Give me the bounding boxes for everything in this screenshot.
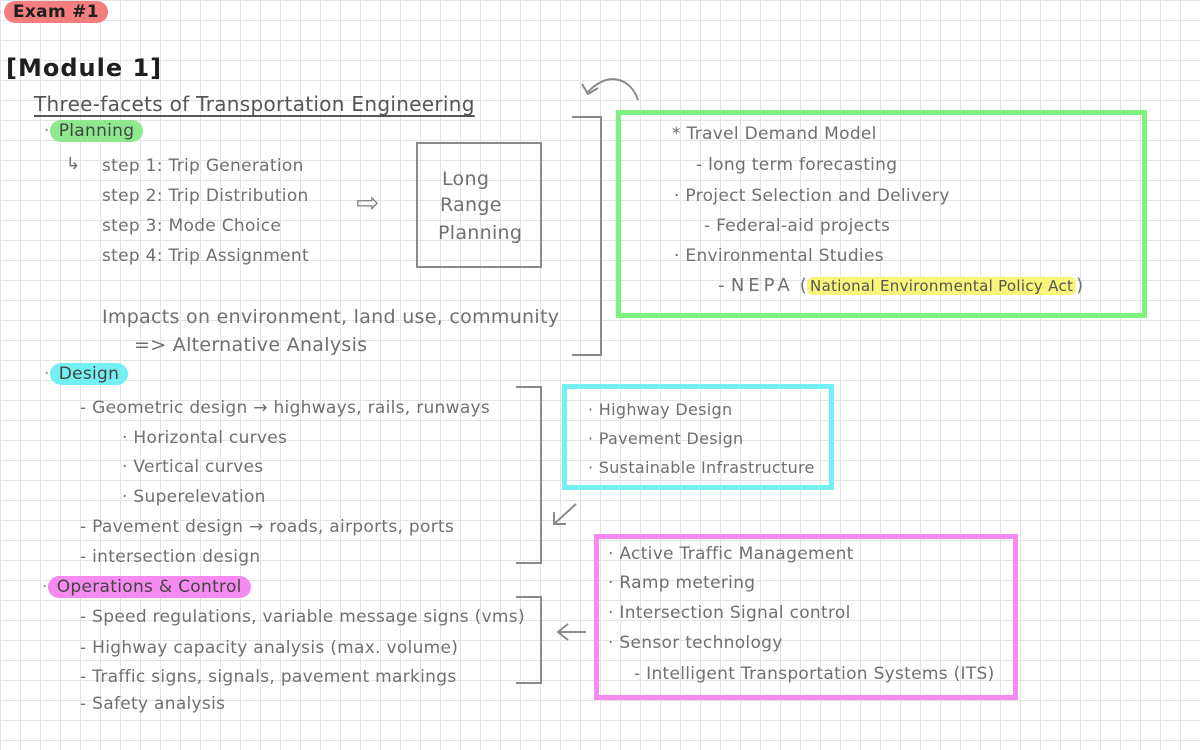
long-range-line: Range [440, 194, 502, 216]
operations-highlight: Operations & Control [47, 576, 251, 598]
alternative-analysis: => Alternative Analysis [134, 334, 368, 356]
operations-bracket [516, 596, 542, 684]
design-bracket [516, 386, 542, 564]
planning-bracket [572, 116, 602, 356]
design-sub-item: · Vertical curves [122, 457, 264, 477]
design-intersection: - intersection design [80, 547, 261, 567]
operations-note: · Active Traffic Management [608, 544, 854, 564]
operations-note: · Intersection Signal control [608, 603, 851, 623]
long-range-line: Planning [438, 222, 523, 244]
planning-label: ·Planning [44, 120, 144, 142]
planning-step: step 3: Mode Choice [102, 216, 282, 236]
design-label: ·Design [44, 363, 129, 385]
planning-impacts: Impacts on environment, land use, commun… [102, 306, 560, 328]
operations-note: · Sensor technology [608, 633, 783, 653]
operations-label: ·Operations & Control [42, 576, 251, 598]
note-project-selection: · Project Selection and Delivery [674, 186, 950, 206]
design-sub-item: · Superelevation [122, 487, 266, 507]
note-federal-aid: - Federal-aid projects [704, 216, 891, 236]
design-note: · Sustainable Infrastructure [588, 458, 815, 477]
asterisk-icon: * [672, 124, 681, 144]
module-title: [Module 1] [6, 54, 163, 82]
operations-item: - Highway capacity analysis (max. volume… [80, 638, 459, 658]
design-note: · Pavement Design [588, 429, 744, 448]
design-note: · Highway Design [588, 400, 733, 419]
operations-note: · Ramp metering [608, 573, 756, 593]
operations-notes-box [594, 534, 1018, 700]
nepa-full-highlight: National Environmental Policy Act [807, 277, 1077, 295]
its-note: - Intelligent Transportation Systems (IT… [634, 664, 995, 684]
design-geometric: - Geometric design → highways, rails, ru… [80, 398, 491, 418]
design-notes-box [562, 384, 834, 490]
step-arrow-icon: ↳ [66, 154, 81, 174]
note-environmental: · Environmental Studies [674, 246, 884, 266]
double-arrow-icon: ⇨ [356, 186, 380, 219]
curved-arrow-icon [581, 78, 639, 101]
arrow-down-left-icon [553, 503, 577, 525]
planning-notes-box [616, 110, 1147, 318]
design-highlight: Design [49, 363, 129, 385]
main-heading: Three-facets of Transportation Engineeri… [34, 92, 475, 116]
note-travel-demand: * Travel Demand Model [672, 124, 877, 144]
nepa-acronym: NEPA [730, 275, 794, 296]
operations-item: - Speed regulations, variable message si… [80, 607, 525, 627]
operations-item: - Safety analysis [80, 694, 226, 714]
design-sub-item: · Horizontal curves [122, 428, 288, 448]
planning-highlight: Planning [49, 120, 144, 142]
long-range-planning-box [416, 142, 542, 268]
planning-step: step 1: Trip Generation [102, 156, 304, 176]
exam-title: Exam #1 [4, 1, 108, 23]
design-pavement: - Pavement design → roads, airports, por… [80, 517, 455, 537]
note-long-term: - long term forecasting [696, 155, 898, 175]
arrow-left-icon [556, 623, 586, 641]
long-range-line: Long [442, 168, 490, 190]
planning-step: step 2: Trip Distribution [102, 186, 309, 206]
note-nepa: - NEPA (National Environmental Policy Ac… [718, 275, 1084, 296]
operations-item: - Traffic signs, signals, pavement marki… [80, 667, 457, 687]
planning-step: step 4: Trip Assignment [102, 246, 309, 266]
